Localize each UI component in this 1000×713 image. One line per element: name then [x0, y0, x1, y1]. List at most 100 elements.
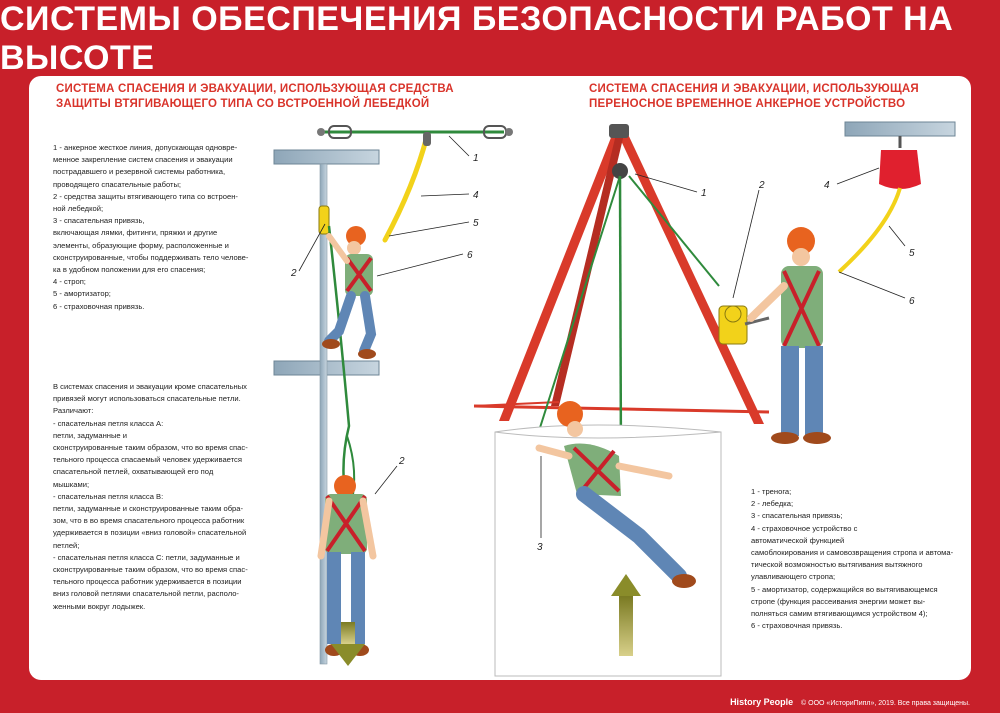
vertical-pole [319, 163, 328, 665]
lanyard [382, 133, 430, 243]
right-callout-3: 3 [537, 542, 543, 553]
right-legend-line: стропе (функция рассеивания энергии може… [751, 596, 926, 606]
tripod-chain-2 [473, 401, 560, 407]
left-notes-line: вниз головой петлями спасательной петли,… [53, 589, 239, 599]
face [347, 241, 361, 255]
anchor-tensioner-left [328, 125, 352, 139]
retracting-lanyard [837, 187, 902, 274]
right-legend-line: тической возможностью вытягивания вытяжн… [751, 560, 923, 570]
boot [672, 574, 696, 588]
rescue-rope [618, 175, 623, 472]
winch-device [318, 205, 330, 235]
right-legend-line: 2 - лебедка; [751, 499, 794, 509]
left-legend-line: 3 - спасательная привязь, [53, 216, 145, 226]
left-legend-line: ка в удобном положении для его спасения; [53, 265, 206, 275]
arrow-shaft [341, 622, 355, 644]
right-callout-lines [540, 167, 906, 538]
boot-2 [803, 432, 831, 444]
left-callout-4: 4 [473, 190, 479, 201]
lanyard-hook [423, 132, 431, 146]
boot [322, 339, 340, 349]
left-legend-line: включающая лямки, фитинги, пряжки и друг… [53, 228, 218, 238]
right-heading-line-2: ПЕРЕНОСНОЕ ВРЕМЕННОЕ АНКЕРНОЕ УСТРОЙСТВО [589, 98, 906, 110]
right-scene: 1 2 3 4 5 6 [473, 121, 956, 677]
right-legend: 1 - тренога; 2 - лебедка; 3 - спасательная… [751, 486, 953, 632]
left-notes-line: зом, что в во время спасательного процес… [53, 516, 245, 526]
left-notes-line: петли, задуманные и сконструированные та… [53, 504, 244, 514]
boot [771, 432, 799, 444]
arrow-head [611, 574, 641, 596]
left-notes-line: привязей могут использоваться спасательн… [53, 394, 241, 404]
left-notes-line: сконструированные таким образом, что во … [53, 565, 248, 575]
left-callout-1: 1 [473, 153, 479, 164]
left-legend-line: 5 - амортизатор; [53, 289, 111, 299]
arm-2 [535, 444, 573, 460]
up-arrow [611, 574, 641, 656]
right-legend-line: полняться самим втягивающимся устройство… [751, 609, 928, 619]
left-notes-line: сконструированные таким образом, что во … [53, 443, 248, 453]
footer: History People © ООО «ИсториПипл», 2019.… [730, 697, 970, 707]
left-notes: В системах спасения и эвакуации кроме сп… [53, 381, 248, 613]
left-legend-line: проводящего спасательные работы; [53, 179, 182, 189]
arm [317, 497, 333, 560]
well [494, 424, 722, 677]
left-legend-line: ной лебедкой; [53, 204, 104, 214]
right-callout-5: 5 [909, 248, 915, 259]
winch-drum [724, 305, 742, 323]
arrow-shaft [619, 596, 633, 656]
left-notes-line: тельного процесса спасаемый человек удер… [53, 455, 242, 465]
anchor-end-right [505, 128, 513, 136]
left-callout-2b: 2 [398, 456, 405, 467]
helmet [346, 226, 366, 246]
right-heading-line-1: СИСТЕМА СПАСЕНИЯ И ЭВАКУАЦИИ, ИСПОЛЬЗУЮЩ… [589, 83, 919, 95]
legs-2 [359, 291, 377, 356]
arrow-head [331, 644, 365, 666]
right-callout-2: 2 [758, 180, 765, 191]
rescuer-worker [747, 227, 831, 444]
right-legend-line: 4 - страховочное устройство с [751, 523, 858, 533]
helmet [334, 475, 356, 497]
left-notes-line: женными вокруг лодыжек. [53, 601, 146, 611]
left-scene: 1 4 5 6 2 2 [273, 125, 513, 666]
footer-fine-print: © ООО «ИсториПипл», 2019. Все права защи… [801, 700, 970, 707]
anchor-end-left [317, 128, 325, 136]
right-legend-line: 3 - спасательная привязь; [751, 511, 843, 521]
left-legend-line: 2 - средства защиты втягивающего типа со… [53, 191, 238, 201]
left-legend-line: менное закрепление систем спасения и эва… [53, 155, 233, 165]
harness [345, 256, 373, 293]
tripod-leg-left [499, 130, 624, 421]
helmet [787, 227, 815, 255]
left-notes-line: В системах спасения и эвакуации кроме сп… [53, 382, 247, 391]
brand-logo: History People [730, 697, 794, 707]
left-callout-2: 2 [290, 268, 297, 279]
left-callout-5: 5 [473, 218, 479, 229]
right-legend-line: автоматической функцией [751, 535, 845, 545]
tripod-leg-right [616, 130, 764, 424]
right-callout-4: 4 [824, 180, 830, 191]
boot-2 [358, 349, 376, 359]
left-heading-line-2: ЗАЩИТЫ ВТЯГИВАЮЩЕГО ТИПА СО ВСТРОЕННОЙ Л… [56, 98, 430, 110]
lowered-worker [317, 475, 377, 656]
legs [576, 486, 687, 584]
upper-beam [273, 149, 380, 165]
left-legend-line: 1 - анкерное жесткое линия, допускающая … [53, 143, 238, 152]
left-notes-line: Различают: [53, 406, 94, 416]
left-legend-line: элементы, образующие форму, расположенны… [53, 240, 229, 250]
legs [781, 346, 799, 436]
left-notes-line: - спасательная петля класса А: [53, 418, 164, 428]
rescue-rope-3 [628, 175, 720, 287]
right-legend-line: 6 - страховочная привязь. [751, 621, 843, 631]
content-panel: СИСТЕМА СПАСЕНИЯ И ЭВАКУАЦИИ, ИСПОЛЬЗУЮЩ… [29, 76, 971, 680]
right-legend-line: 5 - амортизатор, содержащийся во вытягив… [751, 584, 938, 594]
arm-2 [359, 497, 377, 560]
legs [324, 291, 356, 346]
face [567, 421, 583, 437]
right-legend-line: улавливающего стропа; [751, 572, 836, 582]
left-notes-line: петлей; [53, 540, 80, 550]
rescued-worker [535, 401, 696, 588]
left-notes-line: петли, задуманные и [53, 430, 127, 440]
right-legend-line: 1 - тренога; [751, 487, 792, 496]
left-notes-line: спасательной петлей, охватывающей его по… [53, 467, 214, 477]
right-legend-line: самоблокирования и самовозвращения строп… [751, 548, 954, 558]
